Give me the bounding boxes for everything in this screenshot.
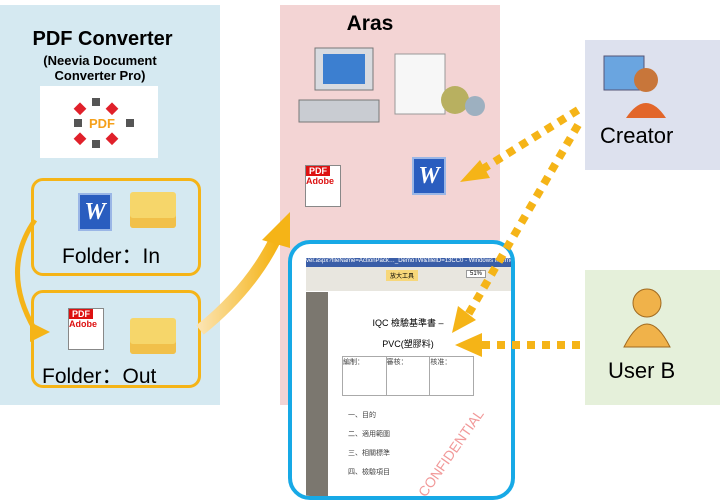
aras-word-icon: W	[412, 157, 446, 195]
zoom-select[interactable]: 51%	[466, 270, 487, 278]
zoom-tool-button[interactable]: 放大工具	[386, 270, 419, 281]
folder-icon	[130, 192, 176, 228]
converter-subtitle: (Neevia Document Converter Pro)	[43, 53, 157, 83]
neevia-logo: PDF	[40, 86, 158, 158]
document-page: IQC 檢驗基準書 – PVC(塑膠料) 編制： 審核： 核准： 一、目的 二、…	[328, 296, 488, 496]
creator-user-icon	[603, 55, 666, 118]
doc-title: IQC 檢驗基準書 –	[372, 318, 444, 328]
pdf-viewer-screenshot: ver.aspx?fileName=ActionPack…_DemoTW&fil…	[288, 240, 515, 500]
server-computer-icon	[298, 47, 485, 123]
approval-table: 編制： 審核： 核准：	[342, 356, 474, 396]
converter-title: PDF Converter	[32, 28, 173, 50]
aras-title: Aras	[346, 12, 394, 35]
creator-label: Creator	[600, 123, 674, 148]
doc-subtitle: PVC(塑膠料)	[382, 339, 434, 349]
word-icon: W	[78, 193, 112, 231]
browser-titlebar: ver.aspx?fileName=ActionPack…_DemoTW&fil…	[306, 258, 511, 267]
folder-out-label: Folder：Out	[42, 365, 157, 388]
folder-in-label: Folder：In	[62, 245, 161, 268]
open-folder-icon	[130, 318, 176, 354]
logo-text: PDF	[89, 116, 115, 131]
pdf-logo-icon: PDF	[73, 98, 134, 148]
user-b-icon	[623, 288, 671, 348]
viewer-toolbar: 放大工具 51%	[306, 267, 511, 291]
confidential-watermark: CONFIDENTIAL	[414, 406, 487, 500]
user-b-label: User B	[608, 358, 676, 383]
